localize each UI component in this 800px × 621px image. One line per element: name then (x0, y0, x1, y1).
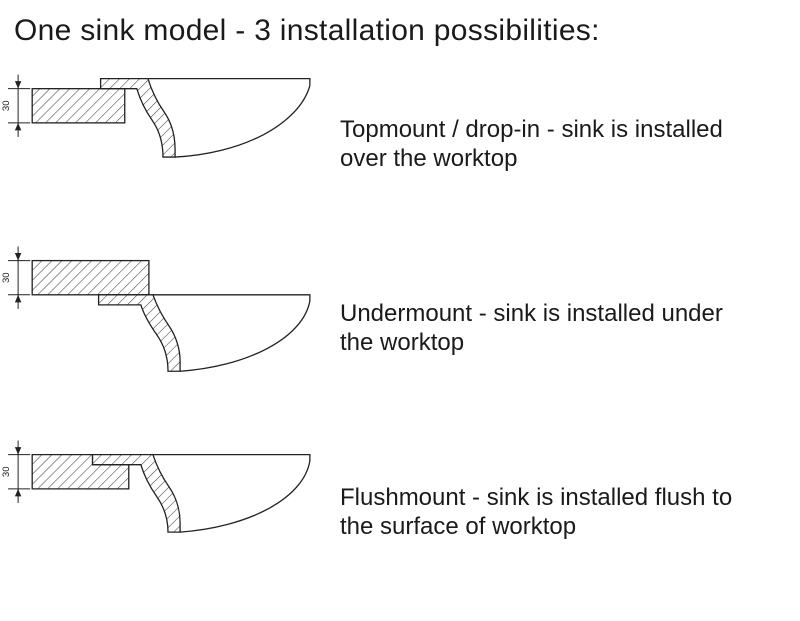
topmount-drawing: 30 (0, 56, 332, 232)
row-undermount: 30 Undermount - sink is installed under … (0, 240, 800, 416)
dimension-label: 30 (1, 466, 12, 477)
worktop-section (31, 259, 150, 296)
flushmount-drawing: 30 (0, 424, 332, 600)
undermount-drawing: 30 (0, 240, 332, 416)
topmount-cross-section: 30 (1, 74, 311, 158)
dimension-arrow-top (14, 253, 22, 261)
dimension-label: 30 (1, 100, 12, 111)
bowl-outline (152, 294, 311, 372)
dimension-arrow-bottom (14, 122, 22, 131)
dimension-30: 30 (1, 246, 31, 309)
sink-rim-section (91, 454, 181, 533)
dimension-30: 30 (1, 440, 31, 503)
dimension-label: 30 (1, 272, 12, 283)
bowl-outline (147, 77, 311, 158)
flushmount-caption: Flushmount - sink is installed flush to … (340, 483, 733, 540)
worktop-section (31, 88, 126, 124)
bowl-outline (152, 454, 311, 533)
dimension-30: 30 (1, 74, 31, 137)
dimension-arrow-top (14, 81, 22, 89)
sink-rim-section (99, 77, 176, 158)
sink-rim-section (97, 294, 181, 372)
row-topmount: 30 Topmount / drop-in - sink is installe… (0, 56, 800, 232)
row-flushmount: 30 Flushmount - sink is installed flush … (0, 424, 800, 600)
dimension-arrow-top (14, 447, 22, 455)
flushmount-cross-section: 30 (1, 440, 311, 533)
dimension-arrow-bottom (14, 488, 22, 497)
topmount-caption: Topmount / drop-in - sink is installed o… (340, 115, 723, 172)
dimension-arrow-bottom (14, 294, 22, 303)
page-title: One sink model - 3 installation possibil… (14, 14, 600, 47)
undermount-cross-section: 30 (1, 246, 311, 372)
undermount-caption: Undermount - sink is installed under the… (340, 299, 723, 356)
